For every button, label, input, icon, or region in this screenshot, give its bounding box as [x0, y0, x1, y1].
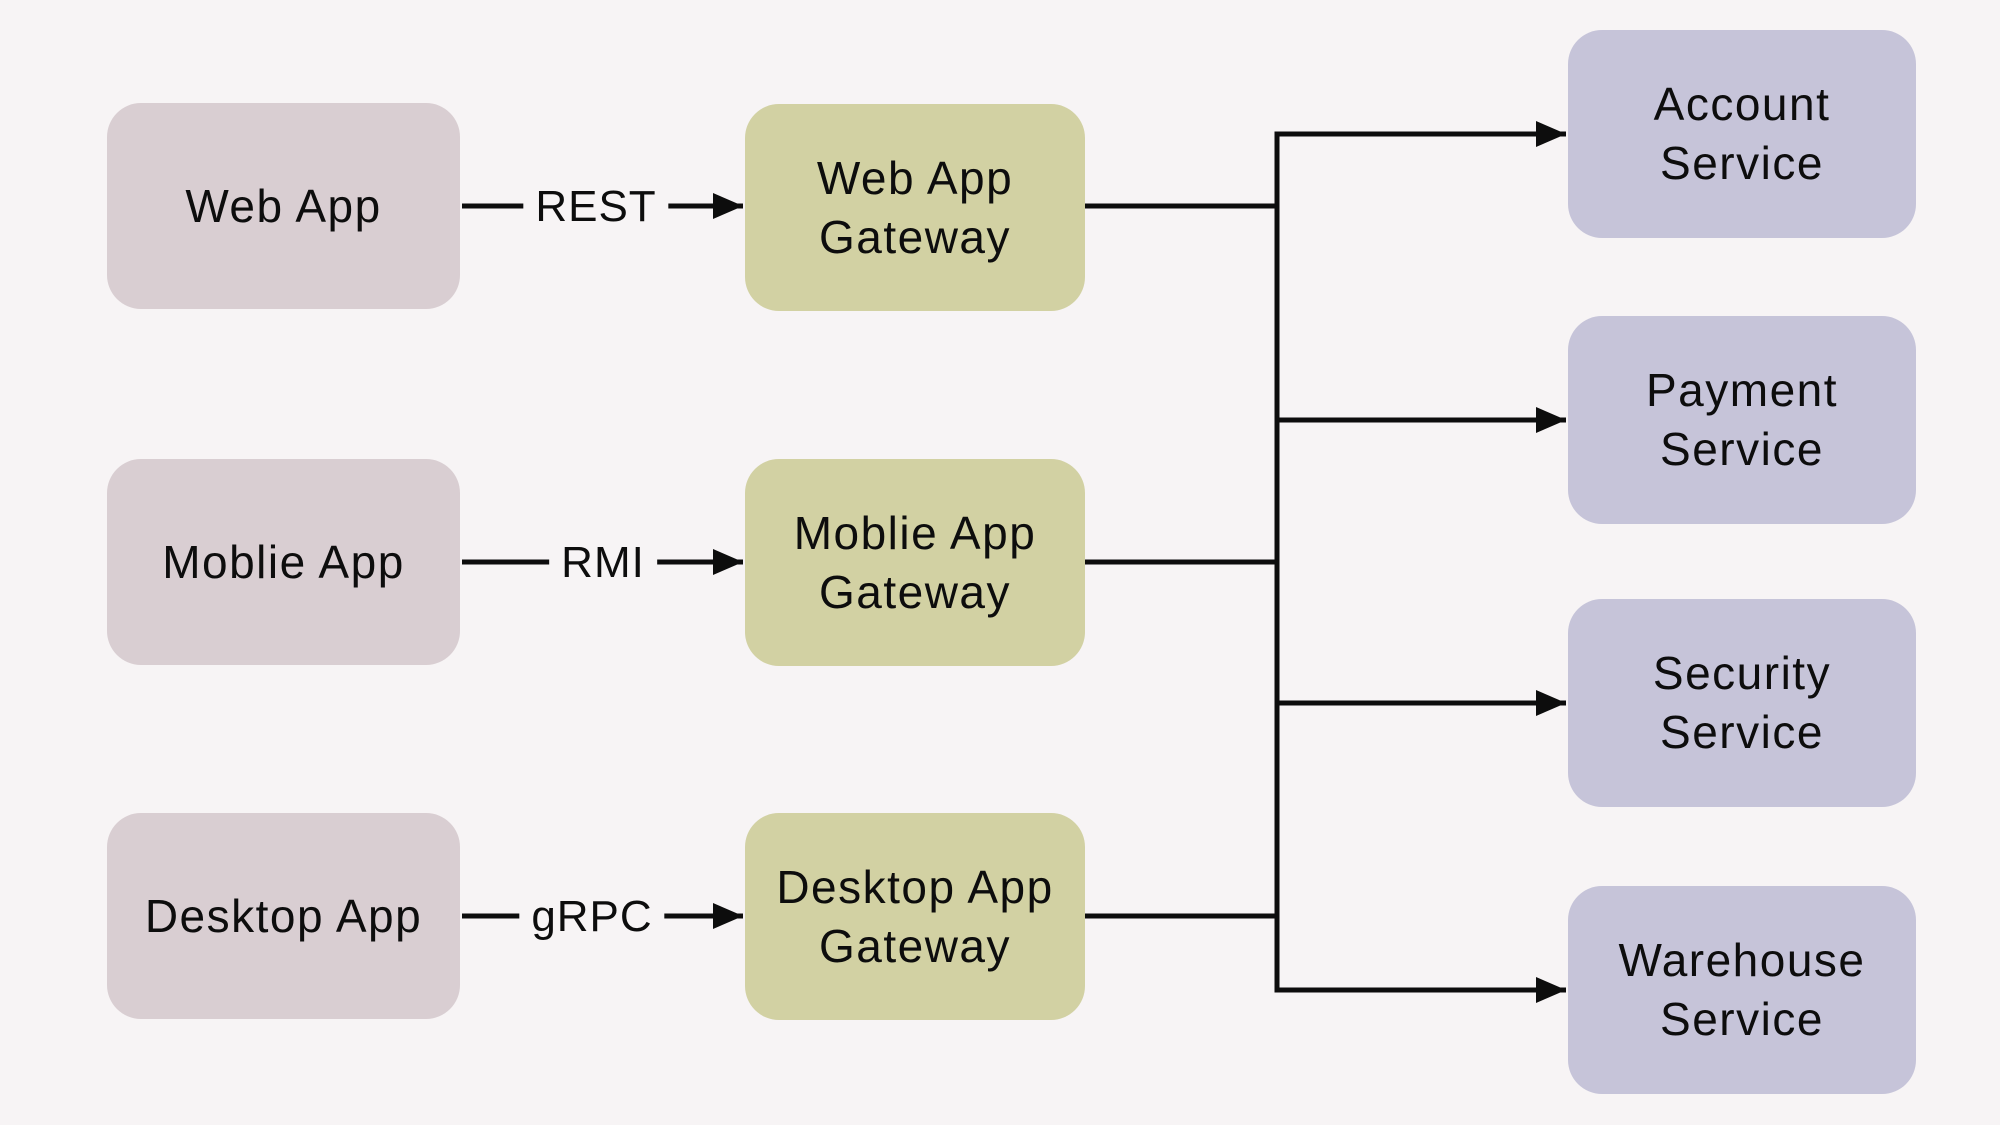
gateway-label: Moblie App Gateway: [793, 506, 1037, 618]
service-label: Account Service: [1653, 78, 1831, 189]
service-box-account: Account Service: [1568, 30, 1916, 238]
client-box-web-app: Web App: [107, 103, 460, 309]
client-box-desktop-app: Desktop App: [107, 813, 460, 1019]
gateway-box-desktop-app: Desktop App Gateway: [745, 813, 1085, 1020]
gateway-label: Desktop App Gateway: [776, 860, 1054, 972]
service-label: Warehouse Service: [1618, 934, 1866, 1045]
protocol-label-rmi: RMI: [549, 538, 657, 588]
protocol-label-rest: REST: [523, 182, 669, 232]
service-box-warehouse: Warehouse Service: [1568, 886, 1916, 1094]
client-box-mobile-app: Moblie App: [107, 459, 460, 665]
client-label: Web App: [185, 179, 382, 232]
service-box-payment: Payment Service: [1568, 316, 1916, 524]
service-box-security: Security Service: [1568, 599, 1916, 807]
gateway-label: Web App Gateway: [816, 151, 1014, 263]
protocol-label-grpc: gRPC: [519, 892, 665, 942]
gateway-box-mobile-app: Moblie App Gateway: [745, 459, 1085, 666]
service-label: Payment Service: [1645, 364, 1839, 475]
gateway-box-web-app: Web App Gateway: [745, 104, 1085, 311]
service-label: Security Service: [1652, 647, 1832, 758]
client-label: Moblie App: [162, 535, 405, 588]
client-label: Desktop App: [144, 889, 423, 942]
